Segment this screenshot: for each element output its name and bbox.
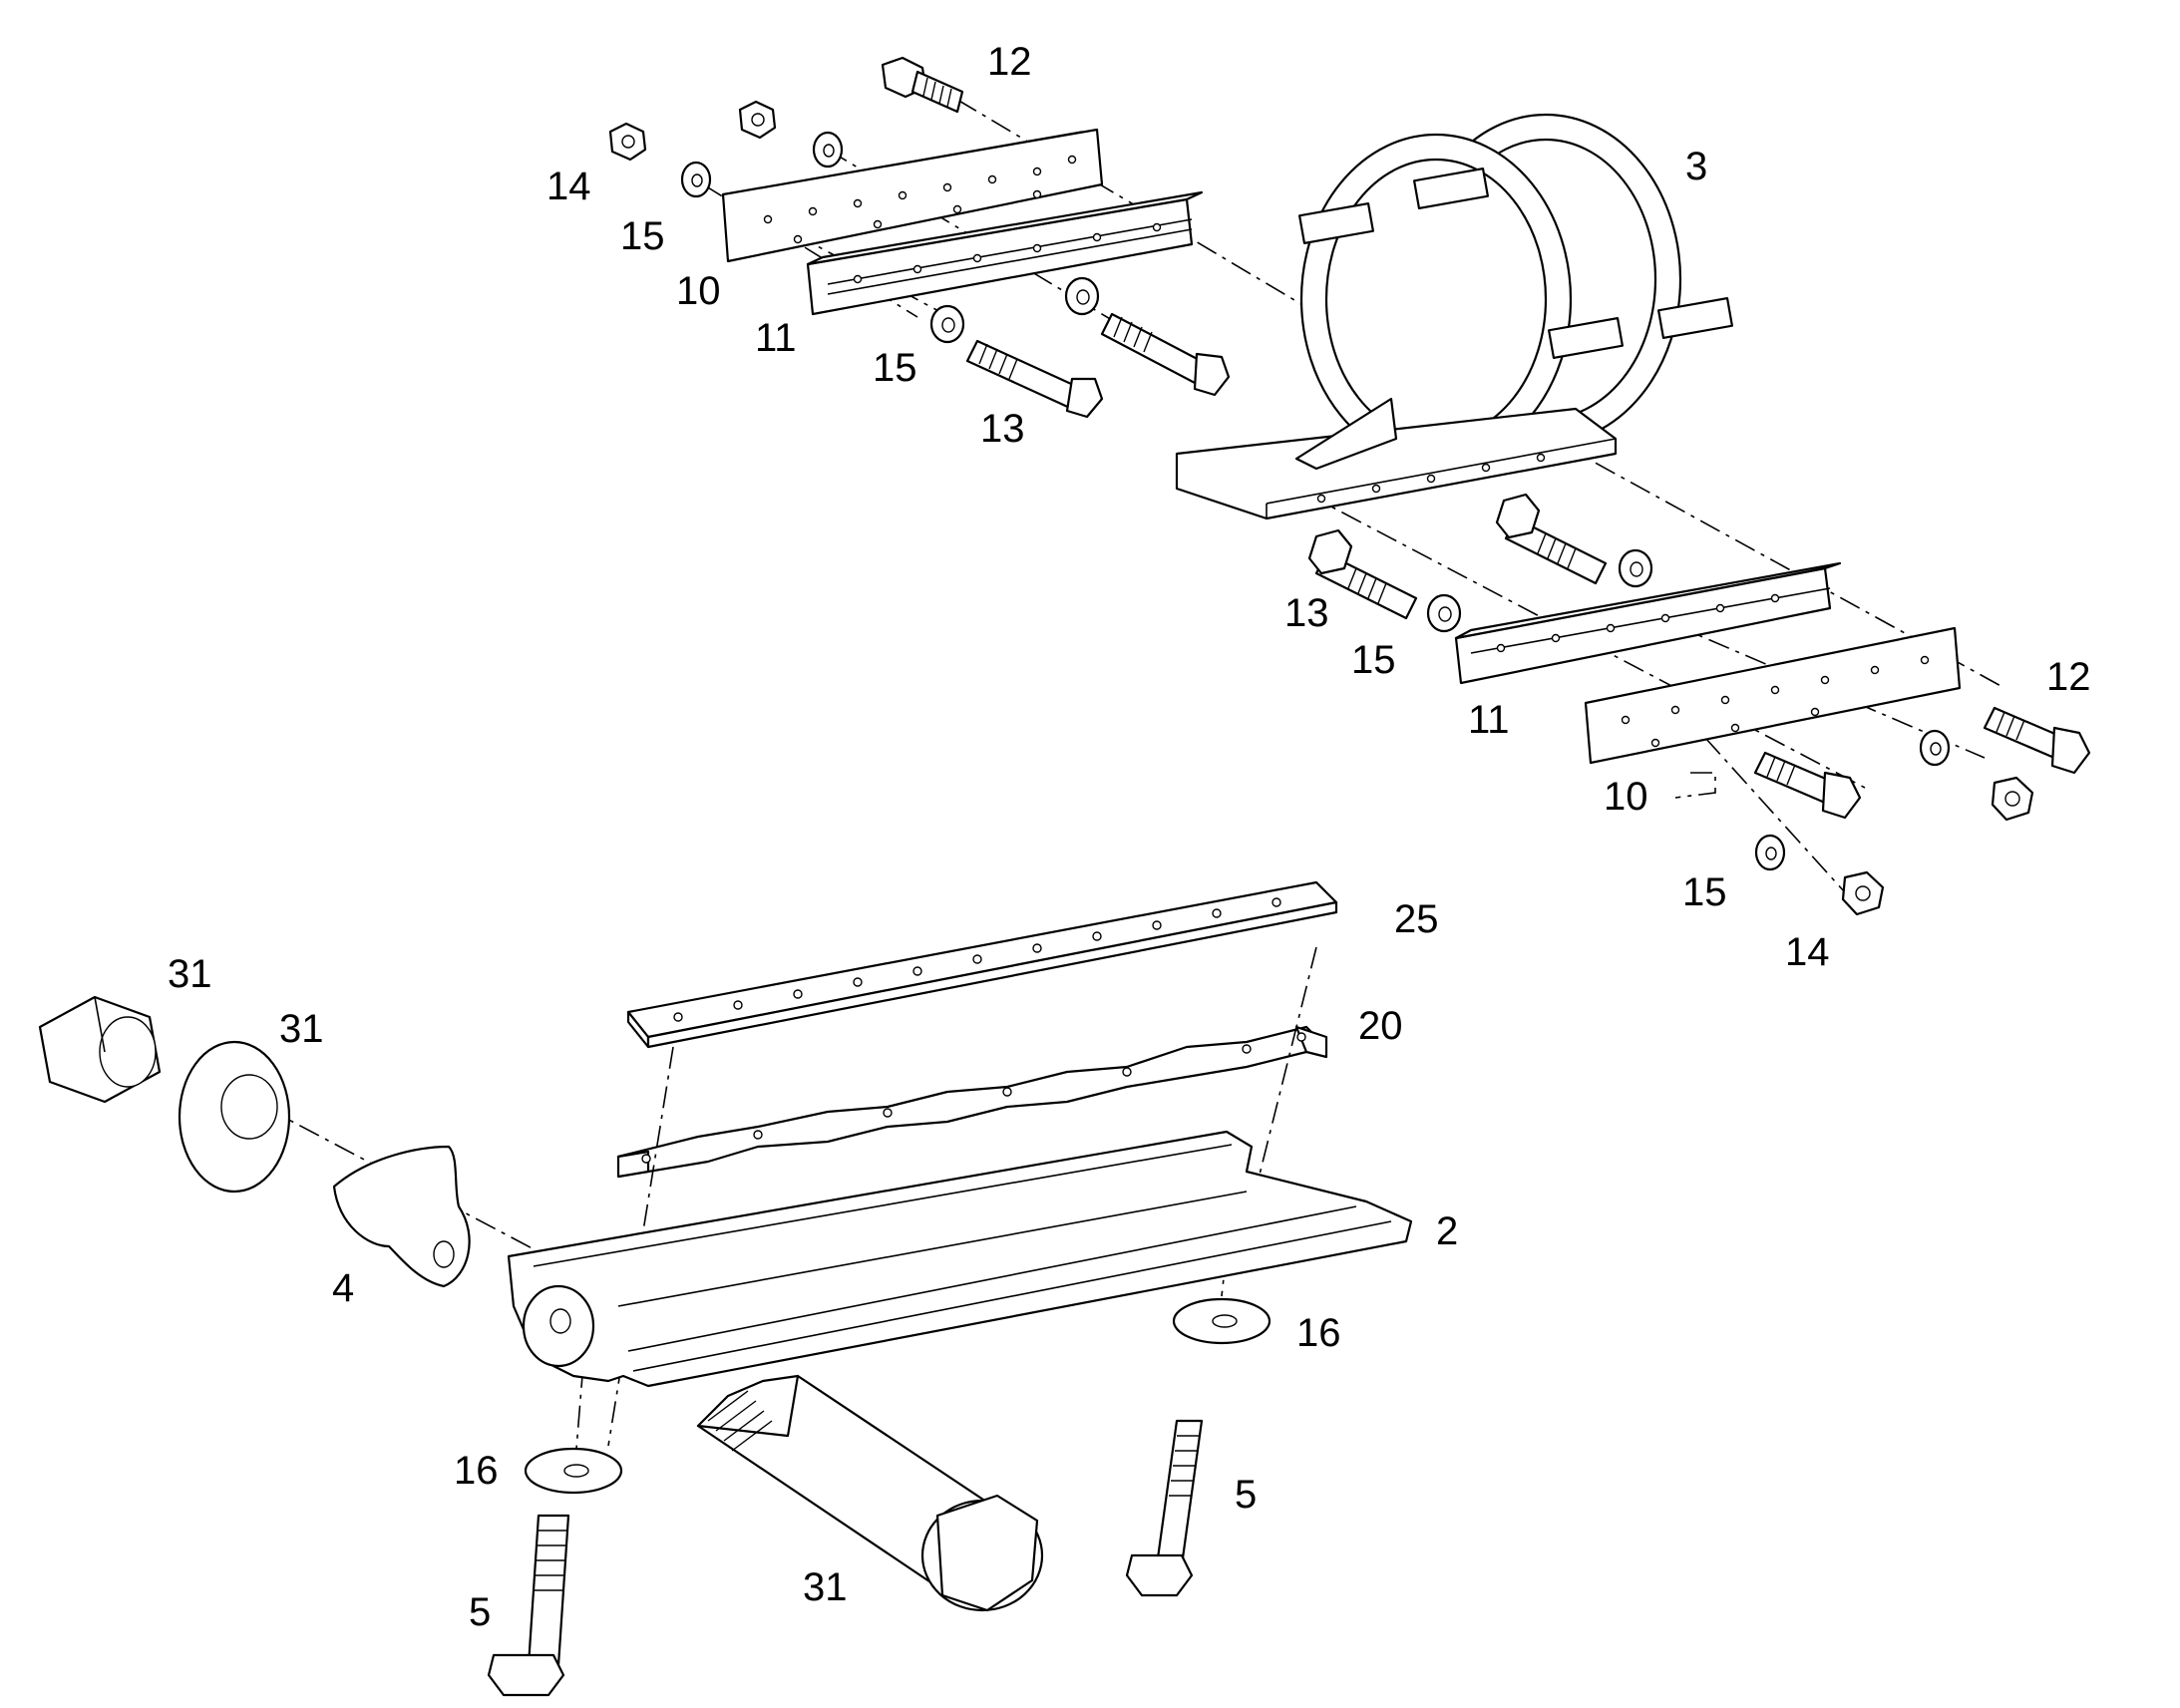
block-4 xyxy=(332,1145,471,1288)
callout-12-top: 12 xyxy=(987,40,1032,84)
callout-15-top-b: 15 xyxy=(873,346,917,390)
nut-14-low-right xyxy=(1841,870,1885,916)
strip-20 xyxy=(616,1025,1328,1179)
callout-10-top: 10 xyxy=(676,269,721,313)
washer-top-a xyxy=(812,131,844,169)
washer-16-right xyxy=(1172,1297,1272,1345)
bar-25 xyxy=(626,880,1338,1049)
callout-15-top-a: 15 xyxy=(620,214,665,258)
callout-12-right: 12 xyxy=(2046,655,2091,699)
washer-15-right-a xyxy=(1426,593,1462,633)
washer-31 xyxy=(178,1040,291,1194)
callout-31-washer: 31 xyxy=(279,1007,324,1051)
bolt-12-right xyxy=(1983,706,2091,775)
nut-top-mid xyxy=(738,100,777,140)
callout-2: 2 xyxy=(1436,1209,1458,1253)
pipe-clamp-icon xyxy=(1175,113,1733,520)
callout-3: 3 xyxy=(1685,145,1707,188)
bolt-5-left xyxy=(487,1514,570,1697)
bolt-13-top-b xyxy=(1100,312,1231,397)
callout-10-right: 10 xyxy=(1604,775,1648,819)
nut-14-top xyxy=(608,122,647,162)
callout-31-nut: 31 xyxy=(168,952,212,996)
callout-15-low-right: 15 xyxy=(1682,870,1727,914)
callout-labels: 12 3 14 15 10 11 15 13 13 15 11 12 10 15… xyxy=(168,40,2091,1634)
callout-5-right: 5 xyxy=(1235,1473,1257,1517)
callout-11-right: 11 xyxy=(1468,698,1510,742)
washer-15-mid-a xyxy=(929,304,965,344)
callout-14-low-right: 14 xyxy=(1785,930,1830,974)
callout-5-left: 5 xyxy=(469,1590,491,1634)
nut-31 xyxy=(38,995,162,1104)
pin-31 xyxy=(696,1374,1044,1612)
callout-13-top: 13 xyxy=(980,407,1025,451)
bolt-right-lower xyxy=(1753,751,1862,820)
channel-11-right xyxy=(1454,561,1842,685)
callout-25: 25 xyxy=(1394,897,1439,941)
plate-10-top xyxy=(721,128,1104,263)
callout-31-pin: 31 xyxy=(803,1565,848,1609)
callout-15-right: 15 xyxy=(1351,638,1396,682)
washer-right-mid xyxy=(1919,729,1951,767)
washer-15-low-right xyxy=(1754,834,1786,871)
bolt-13-top-a xyxy=(965,339,1104,419)
trough-2 xyxy=(507,1130,1413,1388)
callout-16-right: 16 xyxy=(1296,1311,1341,1355)
channel-11-top xyxy=(806,190,1204,316)
callout-16-left: 16 xyxy=(454,1449,499,1493)
washer-15-mid-b xyxy=(1064,276,1100,316)
callout-13-right: 13 xyxy=(1284,591,1329,635)
bolt-13-right-b xyxy=(1495,493,1608,585)
callout-4: 4 xyxy=(332,1266,354,1310)
callout-14-top: 14 xyxy=(546,165,591,208)
washer-15-right-b xyxy=(1618,548,1653,588)
bolt-5-right xyxy=(1125,1419,1204,1597)
callout-20: 20 xyxy=(1358,1004,1403,1048)
plate-10-right xyxy=(1584,626,1962,765)
callout-11-top: 11 xyxy=(755,316,797,360)
bolt-13-right-a xyxy=(1307,528,1418,620)
washer-15-top xyxy=(680,161,712,198)
washer-16-left xyxy=(524,1447,623,1495)
nut-right-mid xyxy=(1991,776,2034,822)
bolt-12-top xyxy=(881,56,964,114)
